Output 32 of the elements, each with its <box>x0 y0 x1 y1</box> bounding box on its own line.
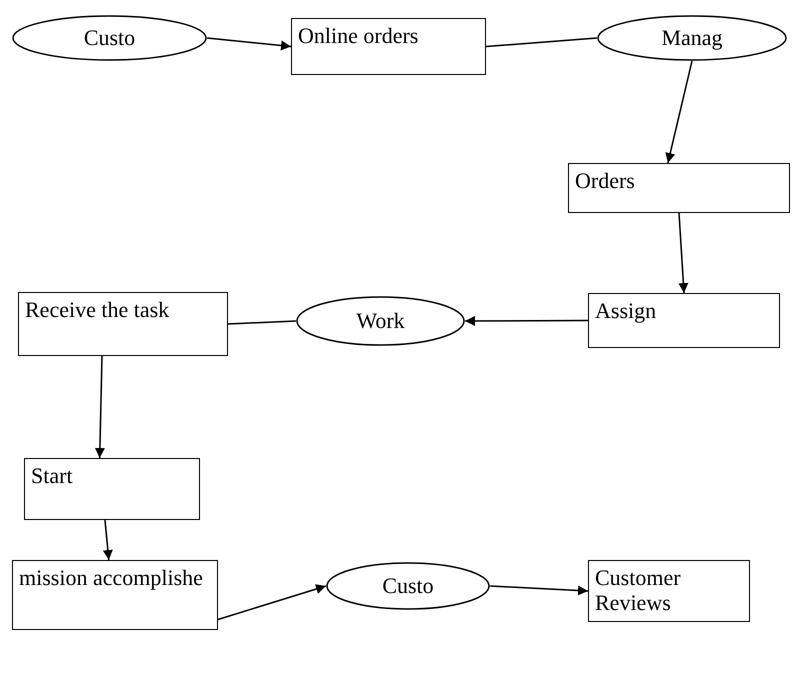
process-box <box>24 458 200 520</box>
arrow <box>665 60 693 164</box>
arrow <box>206 37 292 50</box>
node-text: Assign <box>595 298 656 323</box>
process-box <box>588 560 750 622</box>
arrow <box>465 316 588 326</box>
connector-line <box>486 37 598 48</box>
process-box <box>18 292 228 356</box>
node-text: Custo <box>382 573 434 599</box>
arrow <box>218 584 326 620</box>
arrow <box>678 212 688 294</box>
process-box <box>291 18 486 75</box>
process-box <box>588 293 780 348</box>
node-text: Manag <box>661 25 723 51</box>
process-box <box>12 560 218 630</box>
node-text: Orders <box>575 168 635 193</box>
node-text: Work <box>356 308 405 334</box>
arrow <box>94 356 105 458</box>
process-ellipse <box>597 15 787 61</box>
node-text: Start <box>31 463 73 488</box>
node-text: Customer Reviews <box>595 565 681 616</box>
process-ellipse <box>12 15 207 61</box>
process-ellipse <box>296 296 465 346</box>
connector-line <box>228 320 296 325</box>
arrow <box>490 585 588 596</box>
node-text: mission accomplishe <box>19 565 203 590</box>
process-ellipse <box>326 562 490 610</box>
node-text: Online orders <box>298 23 418 48</box>
node-text: Custo <box>84 25 136 51</box>
process-box <box>568 163 790 213</box>
node-text: Receive the task <box>25 297 170 322</box>
arrow <box>102 520 113 560</box>
